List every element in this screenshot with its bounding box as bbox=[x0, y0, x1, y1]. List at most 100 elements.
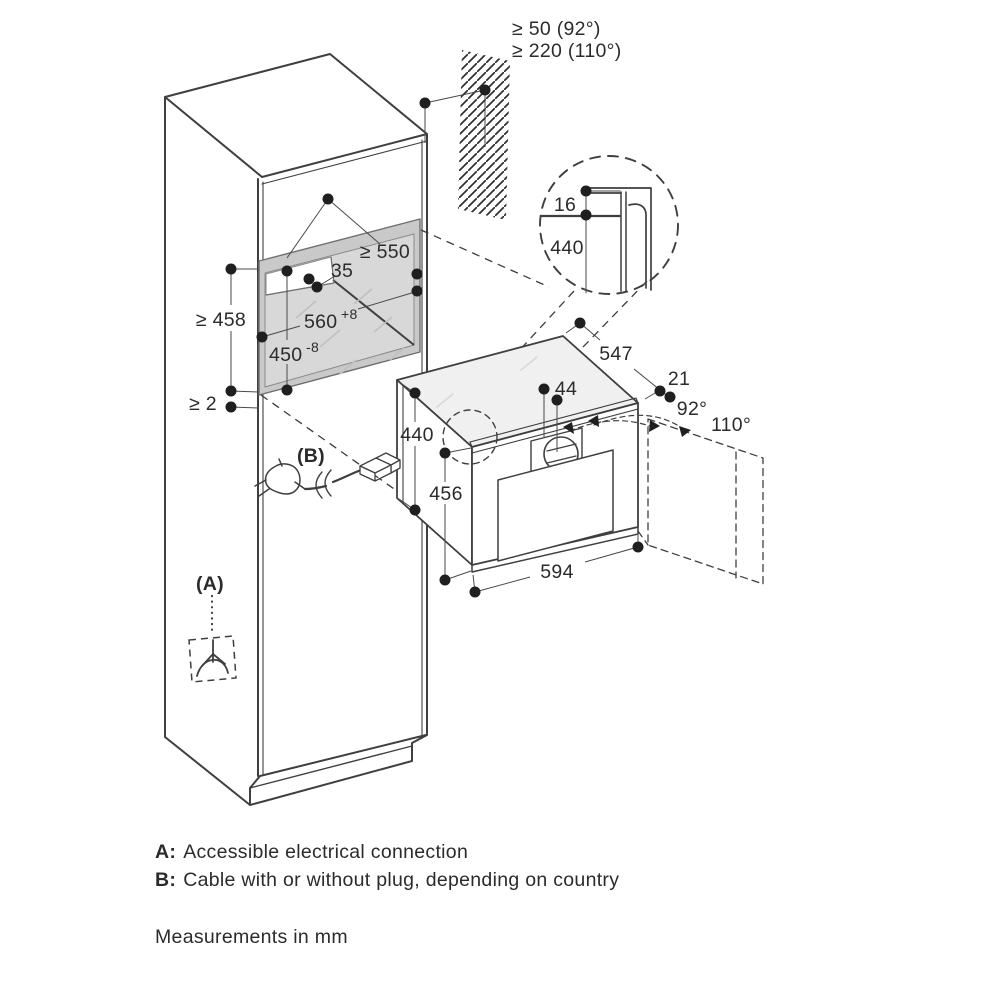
oven-top-lip bbox=[469, 397, 639, 448]
legend-line-a: A: Accessible electrical connection bbox=[155, 841, 468, 863]
door-swing-arcs bbox=[569, 414, 687, 432]
dim-dot bbox=[580, 209, 592, 221]
wall-clearance-line2: ≥ 220 (110°) bbox=[512, 40, 622, 62]
connection-box bbox=[188, 635, 237, 683]
dim-dot bbox=[580, 185, 592, 197]
swing-arc-92 bbox=[569, 420, 656, 432]
dim-dot bbox=[439, 574, 451, 586]
dim-dot bbox=[411, 285, 423, 297]
dim-niche-depth: ≥ 550 bbox=[360, 241, 410, 263]
dim-dot bbox=[439, 447, 451, 459]
dim-oven-height: 440 bbox=[400, 424, 433, 446]
legend: A: Accessible electrical connection B: Cab… bbox=[155, 841, 619, 948]
legend-key-a: A: bbox=[155, 841, 176, 863]
arrow-icon bbox=[563, 422, 574, 434]
dim-dot bbox=[409, 504, 421, 516]
wall-hatch-area bbox=[458, 50, 510, 220]
callout-a: (A) bbox=[196, 573, 224, 595]
dim-dot bbox=[469, 586, 481, 598]
dim-dot bbox=[225, 263, 237, 275]
corner-highlight-circle bbox=[442, 409, 498, 465]
detail-circle bbox=[539, 155, 679, 295]
dim-niche-height: 450 bbox=[269, 344, 302, 366]
oven-door-top-line bbox=[471, 408, 639, 454]
detail-dim-line bbox=[585, 190, 621, 294]
guide-line bbox=[420, 229, 550, 288]
open-door-dashed bbox=[637, 418, 764, 585]
socket-symbol-icon bbox=[196, 639, 229, 677]
electrical-connection-b bbox=[254, 452, 401, 499]
electrical-connection-a bbox=[188, 594, 237, 683]
wall-clearance-line1: ≥ 50 (92°) bbox=[512, 18, 601, 40]
dim-detail-height: 440 bbox=[550, 237, 583, 259]
flange-profile bbox=[586, 187, 652, 291]
wall-section-lines bbox=[620, 191, 627, 292]
units-note: Measurements in mm bbox=[155, 926, 348, 948]
dim-dot bbox=[538, 383, 550, 395]
open-door-hinge-line bbox=[637, 530, 649, 546]
cabinet-plinth-line bbox=[249, 734, 427, 789]
arrow-icon bbox=[649, 420, 660, 432]
legend-line-b: B: Cable with or without plug, depending … bbox=[155, 869, 619, 891]
dim-dot bbox=[479, 84, 491, 96]
dim-dot bbox=[551, 394, 563, 406]
swing-arc-arrows bbox=[563, 415, 691, 437]
dim-dot bbox=[225, 385, 237, 397]
cabinet-top-front-edge bbox=[261, 133, 428, 178]
dimension-labels: ≥ 50 (92°) ≥ 220 (110°) 16 440 ≥ 550 35 … bbox=[189, 18, 751, 595]
door-window bbox=[497, 449, 614, 562]
oven-top-reflections bbox=[436, 356, 538, 408]
legend-key-b: B: bbox=[155, 869, 176, 891]
dim-dot bbox=[409, 387, 421, 399]
dim-dot bbox=[281, 384, 293, 396]
dim-bottom-gap: ≥ 2 bbox=[189, 393, 217, 415]
niche-opening bbox=[258, 218, 421, 396]
dim-dot bbox=[654, 385, 666, 397]
cable-line bbox=[303, 468, 363, 491]
arrow-icon bbox=[679, 426, 691, 437]
swing-arc-110 bbox=[593, 414, 687, 432]
dim-niche-width: 560 bbox=[304, 311, 337, 333]
legend-text-b: Cable with or without plug, depending on… bbox=[183, 869, 619, 891]
dim-door-angle-110: 110° bbox=[711, 414, 751, 436]
cabinet-unit bbox=[164, 53, 428, 806]
dim-dot bbox=[256, 331, 268, 343]
niche-corner-edge bbox=[332, 279, 415, 346]
dim-detail-gap: 16 bbox=[554, 194, 576, 216]
wall-hatch bbox=[458, 50, 510, 220]
dim-dot bbox=[281, 265, 293, 277]
niche-strip-line bbox=[265, 256, 335, 296]
dimension-dots bbox=[225, 84, 676, 598]
dim-niche-height-tolerance: -8 bbox=[306, 339, 319, 355]
dim-niche-frame: 35 bbox=[331, 260, 353, 282]
oven-unit bbox=[396, 335, 764, 585]
terminal-block-icon bbox=[359, 452, 401, 482]
control-knob-slots bbox=[546, 443, 577, 464]
dim-dot bbox=[632, 541, 644, 553]
plug-icon bbox=[254, 458, 306, 497]
dim-dot bbox=[322, 193, 334, 205]
dim-dot bbox=[311, 281, 323, 293]
dim-door-angle-92: 92° bbox=[677, 398, 707, 420]
cable-break-icon bbox=[315, 469, 332, 499]
niche-reflection-marks bbox=[295, 288, 405, 375]
legend-text-a: Accessible electrical connection bbox=[183, 841, 468, 863]
dim-oven-front-height: 456 bbox=[429, 483, 462, 505]
dim-dot bbox=[225, 401, 237, 413]
cabinet-top-front-edge-inner bbox=[261, 140, 428, 185]
dim-dot bbox=[303, 273, 315, 285]
open-door-outline bbox=[647, 418, 764, 585]
arrow-icon bbox=[588, 415, 599, 427]
detail-circle-view bbox=[539, 155, 679, 295]
dim-oven-width: 594 bbox=[540, 561, 573, 583]
dim-panel-offset: 44 bbox=[555, 378, 577, 400]
dim-dot bbox=[411, 268, 423, 280]
dim-niche-width-tolerance: +8 bbox=[341, 306, 358, 322]
dim-dot bbox=[419, 97, 431, 109]
callout-b: (B) bbox=[297, 445, 325, 467]
dim-opening-height: ≥ 458 bbox=[196, 309, 246, 331]
cabinet-outline bbox=[164, 53, 428, 806]
dim-dot bbox=[664, 391, 676, 403]
